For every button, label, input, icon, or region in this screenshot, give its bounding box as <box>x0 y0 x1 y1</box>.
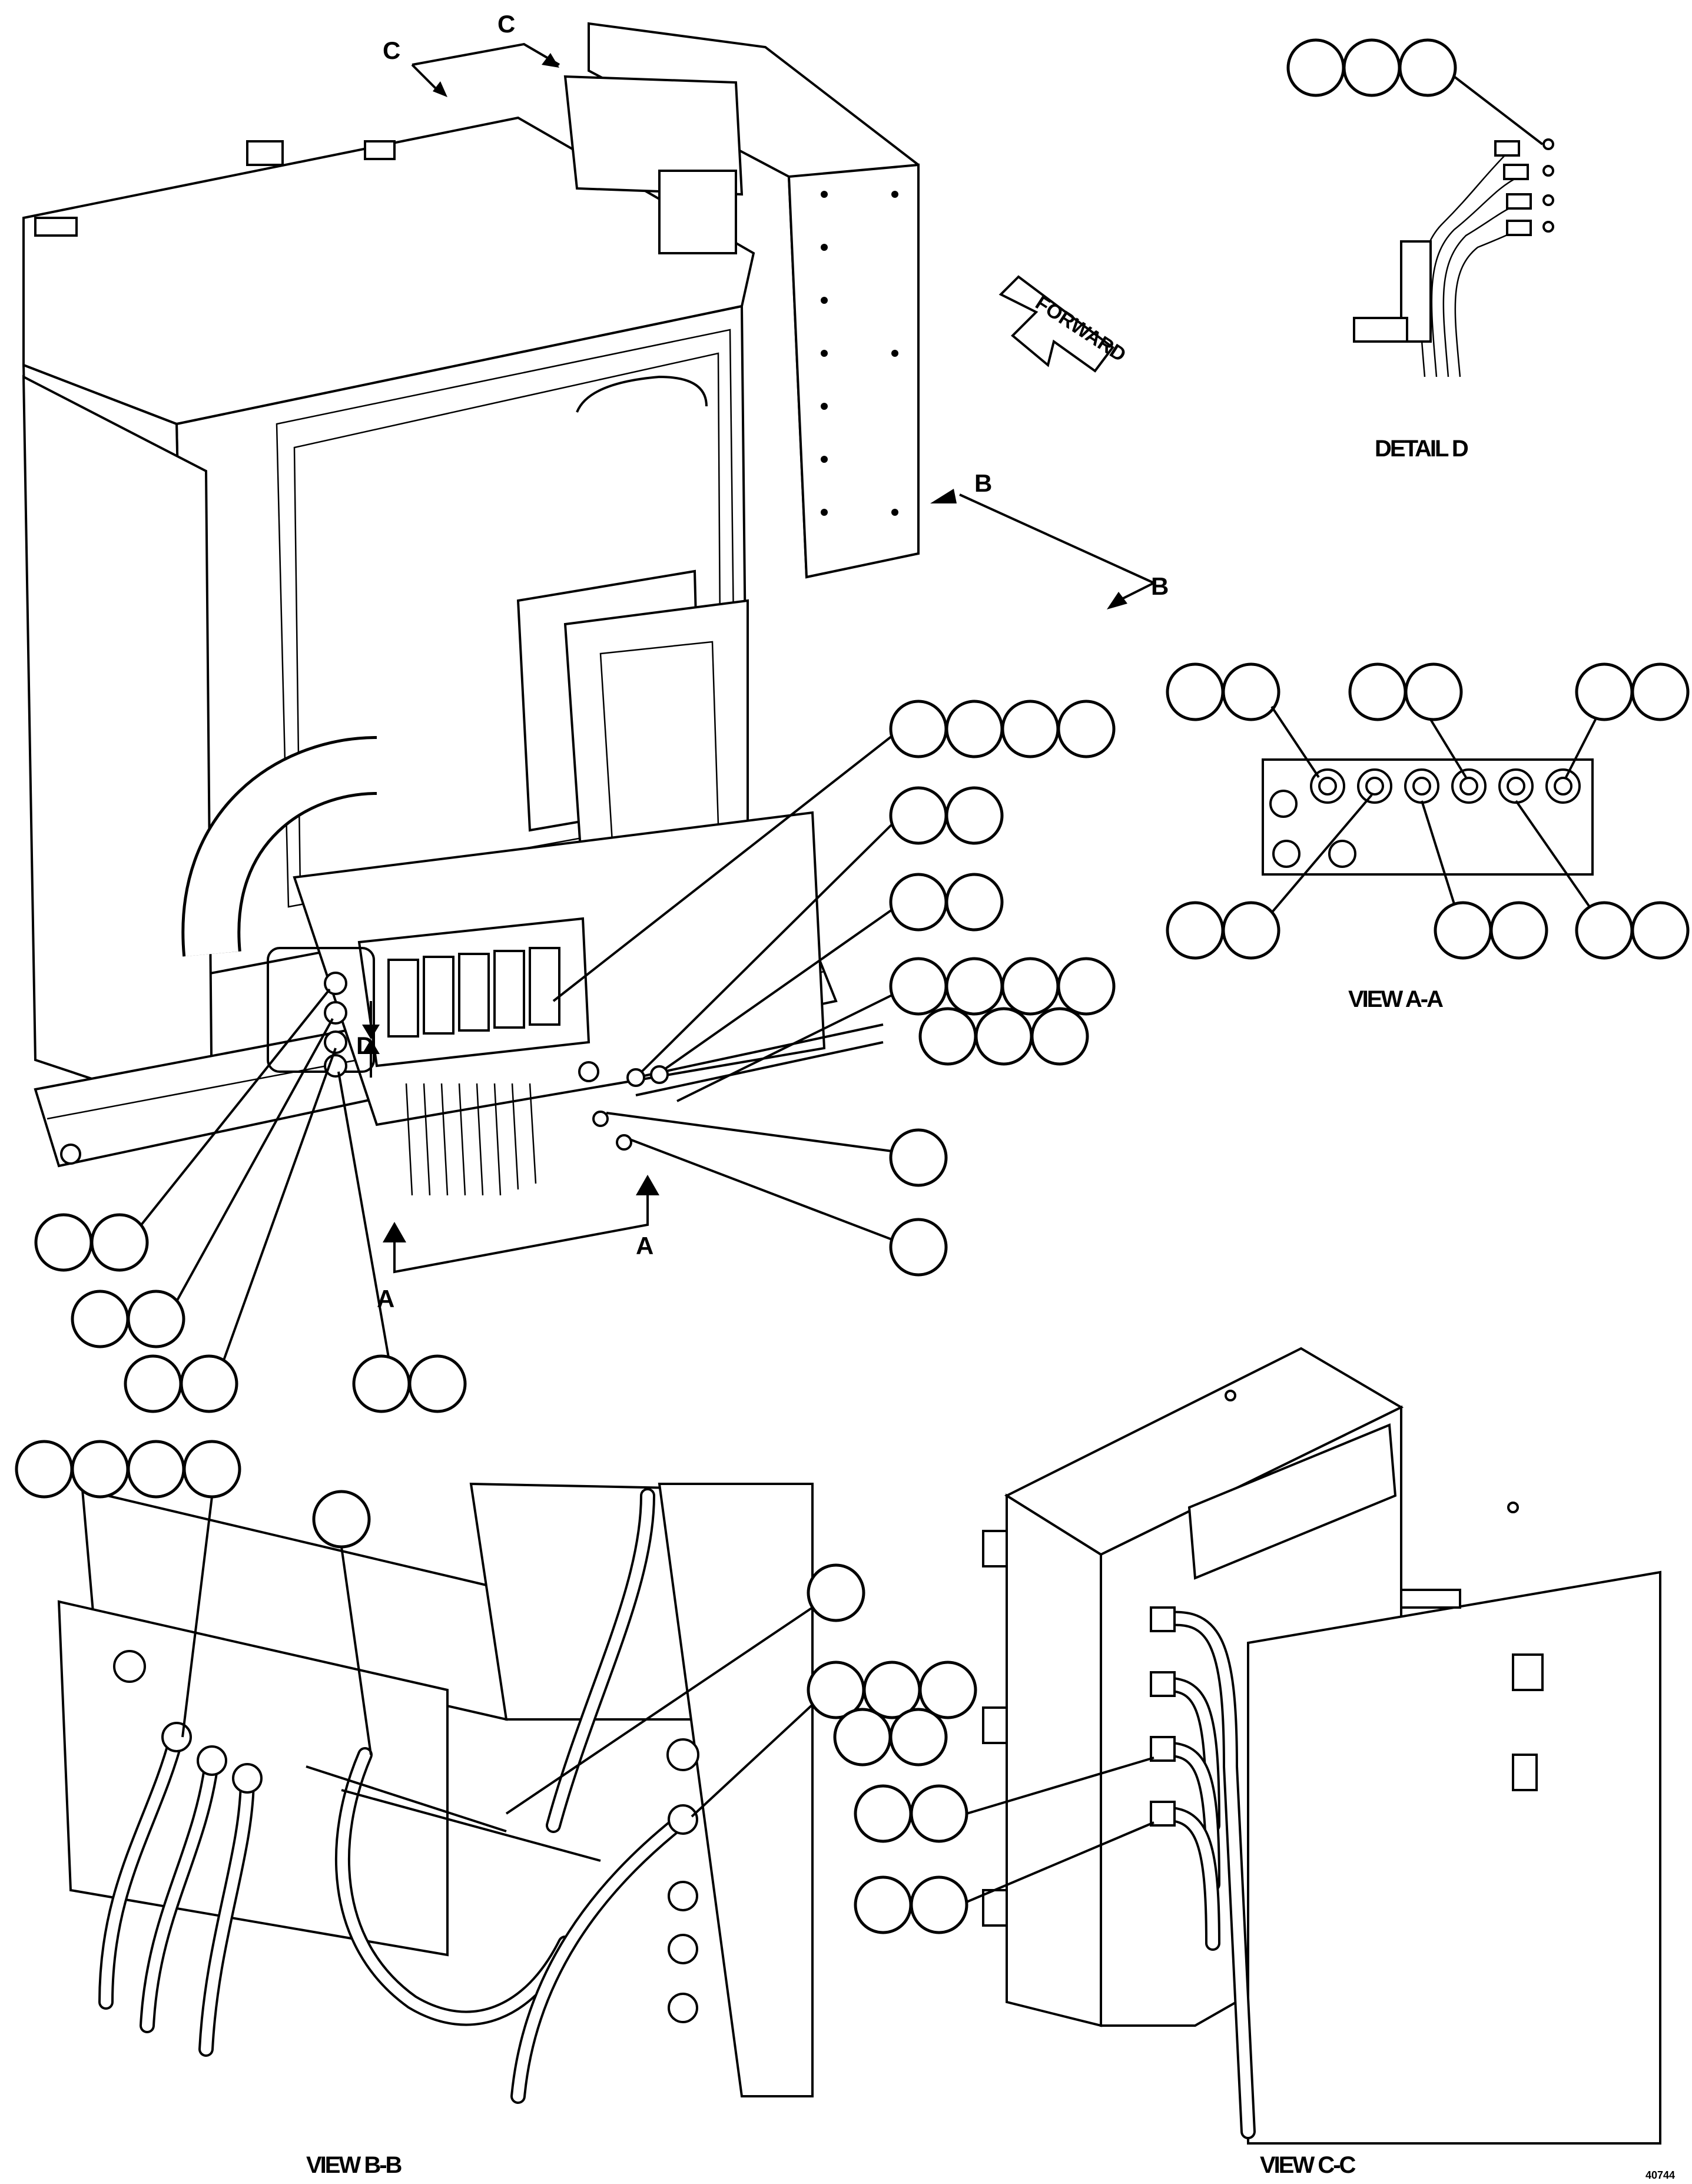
view-a-a: VIEW A-A <box>1166 662 1690 1012</box>
view-b-b-hoses <box>98 1488 691 2104</box>
detail-d-label: D <box>356 1032 374 1059</box>
view-c-c-hoses <box>1155 1610 1256 2139</box>
detail-d-caption: DETAIL D <box>1375 436 1468 462</box>
callouts-main <box>34 700 1116 1413</box>
view-a-a-ports <box>1269 768 1581 868</box>
view-b-b-caption: VIEW B-B <box>306 2152 402 2178</box>
rivets <box>821 191 898 516</box>
hanging-hoses <box>405 1083 537 1196</box>
view-a-a-caption: VIEW A-A <box>1348 986 1443 1012</box>
view-b-b-fittings <box>161 1722 698 2023</box>
section-b-marker: B B <box>930 469 1169 609</box>
view-c-c: VIEW C-C <box>854 1347 1661 2178</box>
section-a-label-right: A <box>636 1232 653 1260</box>
terminal-blocks <box>387 947 560 1038</box>
section-b-label-upper: B <box>974 469 992 497</box>
view-c-c-caption: VIEW C-C <box>1260 2152 1356 2178</box>
detail-d-marker: D <box>356 1001 380 1078</box>
figure-id: 40744 <box>1645 2169 1675 2181</box>
view-c-c-fittings <box>982 1530 1176 1927</box>
view-b-b: VIEW B-B <box>15 1440 977 2178</box>
section-c-marker: C C <box>383 10 560 97</box>
section-a-marker: A A <box>377 1175 659 1313</box>
section-b-label-lower: B <box>1151 572 1169 600</box>
section-c-label-left: C <box>383 37 400 64</box>
main-view <box>22 22 920 1196</box>
detail-d-view: DETAIL D <box>1286 38 1554 462</box>
detail-d-fittings <box>1494 138 1554 236</box>
section-c-label-right: C <box>497 10 515 38</box>
forward-arrow: FORWARD <box>998 275 1130 373</box>
